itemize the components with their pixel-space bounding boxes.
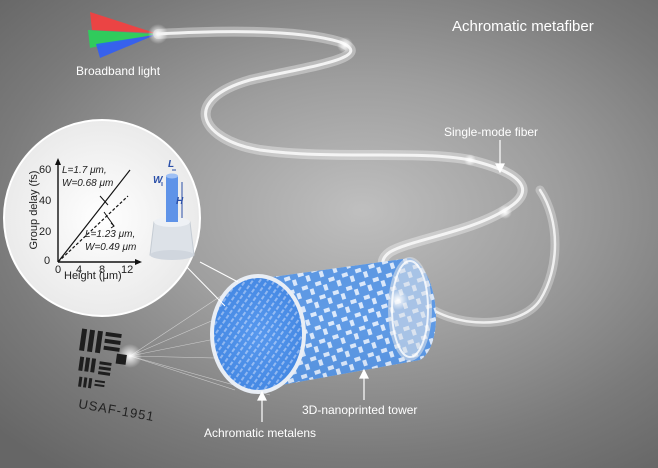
x-tick-0: 0: [55, 264, 62, 276]
tower-label: 3D-nanoprinted tower: [302, 403, 418, 417]
line2-length-annotation: L=1.23 μm,: [85, 229, 136, 240]
line1-length-annotation: L=1.7 μm,: [62, 165, 107, 176]
inset-plot: [55, 158, 142, 265]
line1-width-annotation: W=0.68 μm: [62, 178, 114, 189]
inset-x-axis-label: Height (μm): [64, 270, 122, 282]
series-line-1: [57, 169, 131, 263]
nanopillar-sketch: [149, 169, 195, 260]
y-tick-20: 20: [39, 226, 52, 238]
y-tick-40: 40: [39, 195, 52, 207]
label-pointers: [257, 140, 505, 422]
inset-y-axis-label: Group delay (fs): [28, 170, 40, 250]
broadband-light-label: Broadband light: [76, 64, 161, 78]
metalens: [210, 274, 306, 394]
series-line-2: [57, 195, 129, 263]
pillar-height-label: H: [176, 196, 184, 207]
y-tick-0: 0: [44, 255, 51, 267]
figure-title: Achromatic metafiber: [452, 18, 594, 35]
x-tick-12: 12: [121, 264, 134, 276]
metalens-label: Achromatic metalens: [204, 426, 317, 440]
pillar-width-label: W: [153, 175, 163, 186]
x-tick-8: 8: [99, 264, 106, 276]
usaf-target: [78, 328, 127, 389]
line2-width-annotation: W=0.49 μm: [85, 242, 137, 253]
single-mode-fiber: [153, 26, 560, 327]
inset-callout: [3, 119, 239, 317]
single-mode-fiber-label: Single-mode fiber: [444, 125, 539, 139]
broadband-light-beams: [88, 12, 168, 58]
pillar-length-label: L: [168, 159, 175, 170]
x-tick-4: 4: [76, 264, 83, 276]
y-tick-60: 60: [39, 164, 52, 176]
